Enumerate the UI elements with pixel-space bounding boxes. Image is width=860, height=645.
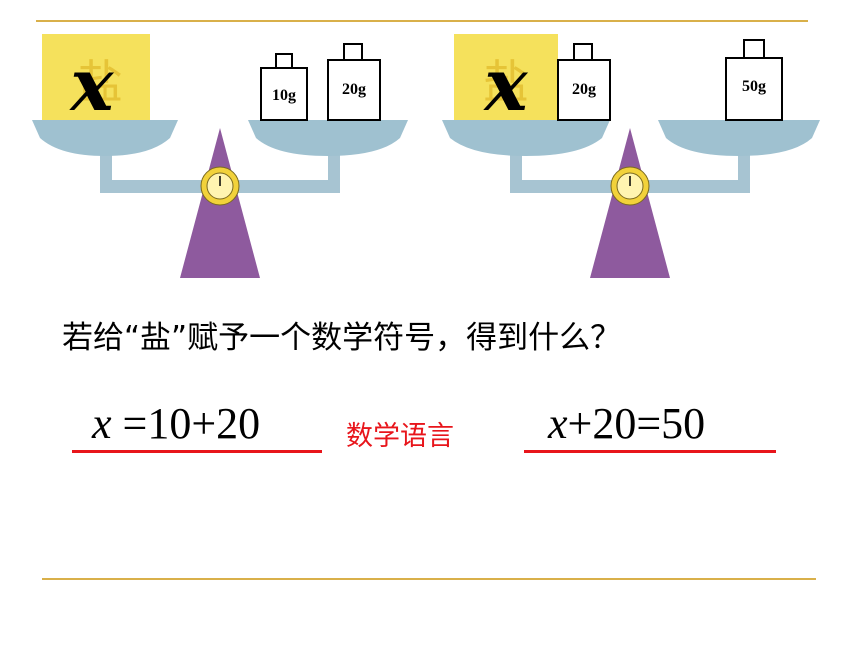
unknown-x-symbol: x <box>483 42 529 127</box>
equation-variable: x <box>92 399 112 448</box>
top-divider <box>36 20 808 22</box>
equation-right-underline <box>524 450 776 453</box>
salt-block <box>454 34 558 120</box>
equation-left-underline <box>72 450 322 453</box>
left-pan <box>32 120 178 156</box>
balance-scale-right: 盐 x 20g 50g <box>440 28 840 278</box>
balance-scale-left: 盐 x 10g 20g <box>30 28 430 278</box>
block-watermark: 盐 <box>77 55 123 109</box>
right-pan <box>658 120 820 156</box>
weight-label: 20g <box>572 81 596 98</box>
weight-handle <box>343 43 363 61</box>
equation-expression: +20=50 <box>567 399 706 448</box>
weight-20g <box>557 59 611 121</box>
weight-label: 20g <box>342 81 366 98</box>
scale-beam <box>100 146 340 193</box>
equation-variable: x <box>548 399 568 448</box>
math-language-label: 数学语言 <box>346 421 454 452</box>
weight-10g <box>260 67 308 121</box>
equation-expression: =10+20 <box>111 399 261 448</box>
question-text: 若给“盐”赋予一个数学符号，得到什么？ <box>62 320 622 356</box>
right-pan <box>248 120 408 156</box>
weight-handle <box>573 43 593 61</box>
weight-label: 10g <box>272 87 296 104</box>
equation-right: x+20=50 <box>548 398 705 449</box>
scale-beam <box>510 146 750 193</box>
weight-handle <box>743 39 765 59</box>
unknown-x-symbol: x <box>69 42 115 127</box>
block-watermark: 盐 <box>483 55 529 109</box>
equation-left: x =10+20 <box>92 398 260 449</box>
weight-label: 50g <box>742 78 766 95</box>
weight-20g <box>327 59 381 121</box>
balance-scale-left-drawing: 盐 x 10g 20g <box>32 34 408 278</box>
weight-handle <box>275 53 293 69</box>
weight-50g <box>725 57 783 121</box>
bottom-divider <box>42 578 816 580</box>
left-pan <box>442 120 610 156</box>
balance-scale-right-drawing: 盐 x 20g 50g <box>442 34 820 278</box>
salt-block <box>42 34 150 120</box>
